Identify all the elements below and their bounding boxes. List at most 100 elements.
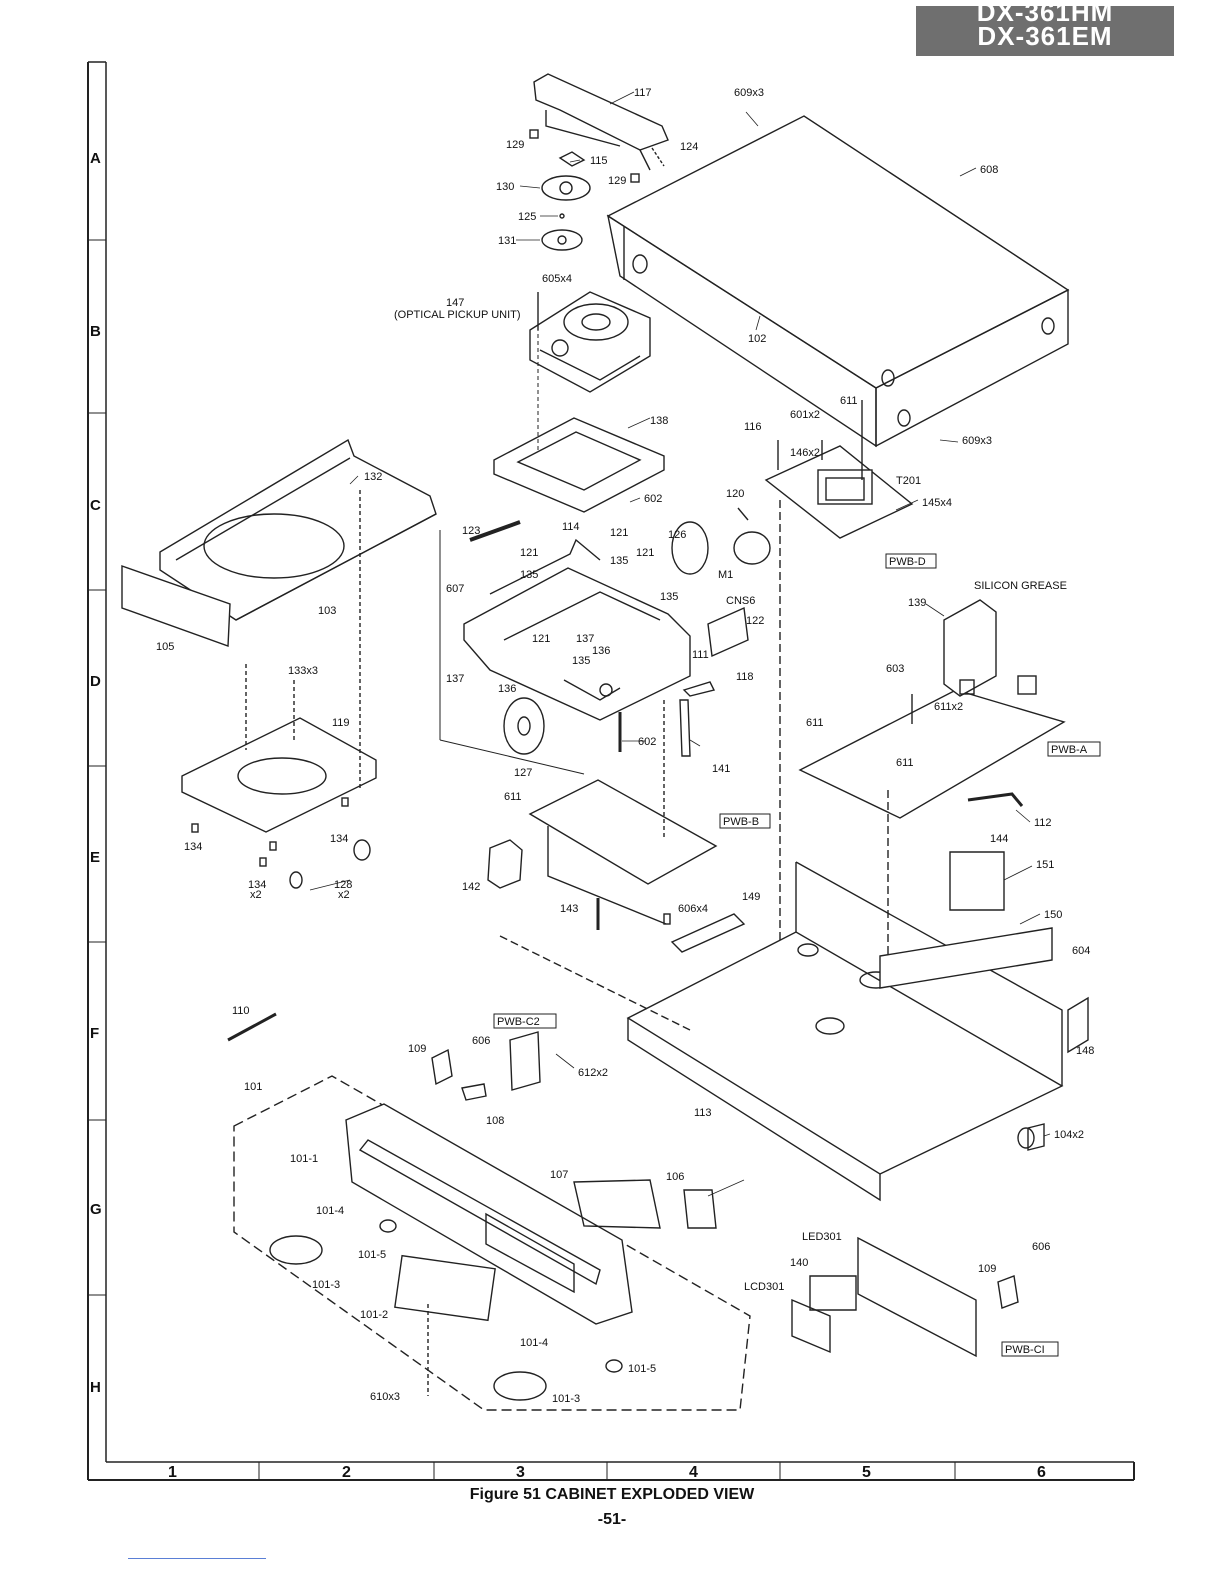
part-label: CNS6: [726, 595, 755, 607]
part-label: SILICON GREASE: [974, 580, 1067, 592]
part-label: 110: [232, 1005, 250, 1017]
part-label: 109: [978, 1263, 996, 1275]
part-label: (OPTICAL PICKUP UNIT): [394, 309, 521, 321]
part-label: 101-5: [628, 1363, 656, 1375]
part-label: 147: [446, 297, 464, 309]
part-label: 121: [610, 527, 628, 539]
part-label: T201: [896, 475, 921, 487]
part-label: 121: [532, 633, 550, 645]
part-label: 611: [504, 791, 522, 803]
part-label: 121: [520, 547, 538, 559]
front-panel-101: [233, 1031, 751, 1411]
part-label: 607: [446, 583, 464, 595]
figure-caption: Figure 51 CABINET EXPLODED VIEW: [469, 1486, 755, 1503]
part-label: 609x3: [734, 87, 764, 99]
part-label: 103: [318, 605, 336, 617]
part-label: 113: [694, 1107, 712, 1119]
column-label: 6: [1037, 1464, 1046, 1481]
part-label: 101-5: [358, 1249, 386, 1261]
row-label: E: [90, 849, 100, 866]
part-label: 124: [680, 141, 698, 153]
part-label: 126: [668, 529, 686, 541]
part-label: 114: [562, 521, 580, 533]
bracket-138: [493, 292, 665, 513]
part-label: 148: [1076, 1045, 1094, 1057]
part-label: 129: [608, 175, 626, 187]
drawing-frame: [87, 61, 1135, 1481]
part-label: 129: [506, 139, 524, 151]
tray-base-119: [181, 490, 377, 889]
part-label: 609x3: [962, 435, 992, 447]
mechanism-114: [439, 507, 771, 775]
part-label: 604: [1072, 945, 1090, 957]
row-label: G: [90, 1201, 102, 1218]
part-label: 105: [156, 641, 174, 653]
part-label: 139: [908, 597, 926, 609]
part-label: 606: [1032, 1241, 1050, 1253]
part-label: 101-4: [316, 1205, 344, 1217]
part-label: 109: [408, 1043, 426, 1055]
part-label: 611: [840, 395, 858, 407]
part-label: 127: [514, 767, 532, 779]
part-label: LED301: [802, 1231, 842, 1243]
part-label: 101-3: [312, 1279, 340, 1291]
part-label: 611: [896, 757, 914, 769]
part-label: 137: [446, 673, 464, 685]
board-label: PWB-A: [1051, 744, 1088, 756]
part-label: 117: [634, 87, 652, 99]
part-label: x2: [338, 889, 350, 901]
part-label: 135: [660, 591, 678, 603]
column-label: 1: [168, 1464, 177, 1481]
pwb-c1-board: [791, 1236, 1019, 1358]
page-number: -51-: [597, 1511, 627, 1528]
part-label: 140: [790, 1257, 808, 1269]
part-label: 135: [520, 569, 538, 581]
part-label: 134: [330, 833, 348, 845]
pwb-d-board: [764, 400, 914, 940]
part-label: 608: [980, 164, 998, 176]
row-label: H: [90, 1379, 101, 1396]
parts-drawing: [121, 73, 1089, 1411]
part-label: 134: [184, 841, 202, 853]
board-label: PWB-B: [723, 816, 759, 828]
column-label: 2: [342, 1464, 351, 1481]
part-label: 602: [644, 493, 662, 505]
row-label: A: [90, 150, 101, 167]
part-label: 102: [748, 333, 766, 345]
bottom-chassis-113: [499, 851, 1089, 1202]
part-label: 120: [726, 488, 744, 500]
part-label: 151: [1036, 859, 1054, 871]
part-label: 128: [334, 879, 352, 891]
model-name-1: DX-361HM: [976, 6, 1114, 27]
part-label: 136: [498, 683, 516, 695]
part-label: 101-1: [290, 1153, 318, 1165]
part-label: 116: [744, 421, 762, 433]
part-label: 133x3: [288, 665, 318, 677]
part-label: 131: [498, 235, 516, 247]
part-label: 104x2: [1054, 1129, 1084, 1141]
part-label: 145x4: [922, 497, 952, 509]
part-labels: 117 609x3 129 124 115 129 130 608 125 13…: [156, 87, 1094, 1405]
tray-103: [121, 438, 437, 647]
row-label: F: [90, 1025, 99, 1042]
column-label: 5: [862, 1464, 871, 1481]
part-label: 119: [332, 717, 350, 729]
board-label: PWB-CI: [1005, 1344, 1045, 1356]
part-label: 118: [736, 671, 754, 683]
part-label: 132: [364, 471, 382, 483]
part-label: 146x2: [790, 447, 820, 459]
part-label: x2: [250, 889, 262, 901]
part-label: 602: [638, 736, 656, 748]
part-label: 611: [806, 717, 824, 729]
row-label: D: [90, 673, 101, 690]
part-label: LCD301: [744, 1281, 784, 1293]
part-label: 123: [462, 525, 480, 537]
part-label: 122: [746, 615, 764, 627]
column-label: 3: [516, 1464, 525, 1481]
part-label: 611x2: [934, 701, 963, 713]
model-badge: DX-361HM DX-361EM: [916, 6, 1174, 56]
board-labels: PWB-D PWB-A PWB-B PWB-C2 PWB-CI: [493, 553, 1101, 1357]
part-label: 135: [610, 555, 628, 567]
top-cover-102: [606, 115, 1070, 448]
